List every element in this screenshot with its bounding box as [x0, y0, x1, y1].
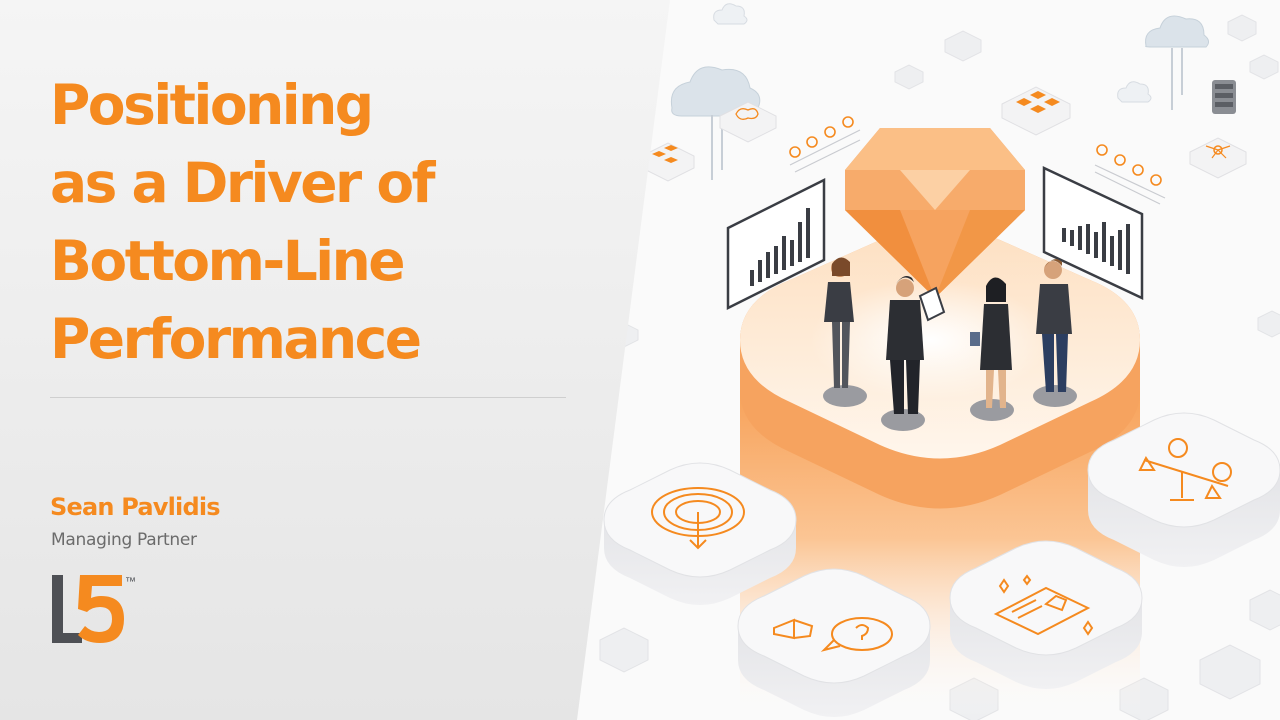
server-icon [1212, 80, 1236, 114]
cloud-icon [670, 66, 761, 117]
megaphone-icon [773, 617, 893, 652]
diamond-icon [845, 128, 1025, 298]
presenter-name: Sean Pavlidis [50, 493, 221, 521]
megaphone-tile [737, 568, 931, 717]
slide-title: Positioning as a Driver of Bottom-Line P… [50, 66, 436, 378]
title-line: Positioning [50, 73, 374, 137]
bar-chart-icon [726, 177, 826, 311]
lightbulb-scale-tile [1087, 412, 1280, 567]
brain-tile [719, 101, 777, 143]
l5-logo: L5 ™ [52, 575, 136, 643]
floating-symbols [789, 116, 1162, 186]
presenter-role: Managing Partner [51, 530, 197, 550]
cloud-icon [1117, 81, 1152, 103]
title-line: Performance [50, 307, 422, 371]
top-tile-orange [641, 142, 695, 182]
title-line: Bottom-Line [50, 229, 406, 293]
target-icon [651, 487, 745, 550]
bar-chart-icon [1042, 166, 1144, 300]
trademark-symbol: ™ [125, 576, 136, 588]
network-icon [1189, 137, 1247, 179]
cloud-icon [713, 3, 748, 25]
people-group [823, 257, 1077, 431]
title-line: as a Driver of [50, 151, 436, 215]
cloud-icon [1145, 15, 1210, 48]
title-divider [50, 397, 566, 398]
target-tile [603, 462, 797, 605]
top-tile-orange [1001, 86, 1071, 136]
document-icon [993, 574, 1094, 636]
lightbulb-scale-icon [1138, 438, 1232, 501]
document-tile [949, 540, 1143, 689]
